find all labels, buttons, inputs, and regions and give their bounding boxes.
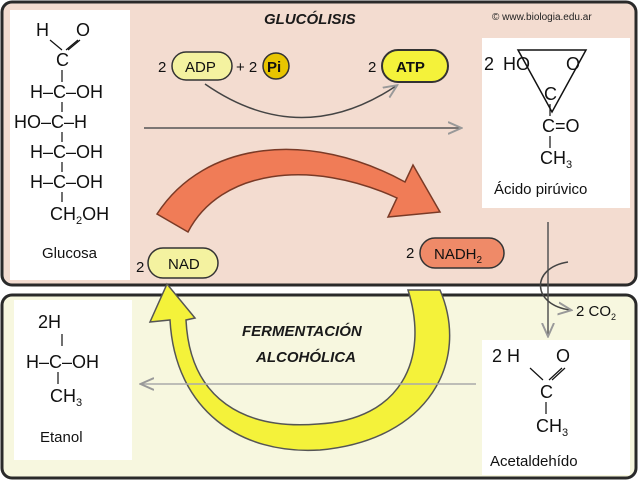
yellow-curved-arrow	[148, 282, 451, 452]
atp-pill	[381, 49, 449, 83]
glucose-structure: H O C H–C–OH HO–C–H H–C–OH H–C–OH CH2OH	[14, 20, 109, 227]
adp-to-atp-arrow	[204, 83, 396, 119]
adp-coef: 2	[158, 59, 166, 76]
svg-text:H: H	[36, 20, 49, 40]
svg-text:H–C–OH: H–C–OH	[26, 352, 99, 372]
ethanol-label: Etanol	[40, 429, 83, 446]
orange-curved-arrow	[155, 148, 442, 234]
svg-text:O: O	[566, 54, 580, 74]
fermentation-panel	[0, 293, 638, 480]
pi-circle	[262, 52, 290, 80]
svg-text:H–C–OH: H–C–OH	[30, 172, 103, 192]
fermentation-title-line1: FERMENTACIÓN	[242, 322, 363, 340]
svg-text:CH3: CH3	[50, 386, 82, 409]
adp-pill	[171, 51, 233, 81]
svg-text:O: O	[556, 346, 570, 366]
nadh-pill	[419, 237, 505, 269]
co2-label: 2 CO2	[576, 303, 616, 322]
acetaldehyde-structure: 2 H O C CH3	[492, 346, 570, 439]
svg-text:HO–C–H: HO–C–H	[14, 112, 87, 132]
ethanol-structure: 2H H–C–OH CH3	[26, 312, 99, 409]
svg-text:2: 2	[484, 54, 494, 74]
svg-text:O: O	[76, 20, 90, 40]
nad-coef: 2	[136, 259, 144, 276]
nad-label: NAD	[168, 256, 200, 273]
svg-text:CH3: CH3	[536, 416, 568, 439]
fermentation-title-line2: ALCOHÓLICA	[255, 348, 356, 366]
svg-text:CH2OH: CH2OH	[50, 204, 109, 227]
svg-text:CH3: CH3	[540, 148, 572, 171]
pyruvic-label: Ácido pirúvico	[494, 181, 587, 198]
atp-coef: 2	[368, 59, 376, 76]
acetaldehyde-label: Acetaldehído	[490, 453, 578, 470]
svg-text:2H: 2H	[38, 312, 61, 332]
pi-coef: + 2	[236, 59, 257, 76]
atp-label: ATP	[396, 59, 425, 76]
nadh-label: NADH2	[434, 246, 483, 266]
adp-label: ADP	[185, 59, 216, 76]
nad-pill	[147, 247, 219, 279]
svg-text:2 H: 2 H	[492, 346, 520, 366]
glucose-box	[10, 10, 130, 280]
ethanol-box	[14, 300, 132, 460]
pi-label: Pi	[267, 59, 281, 76]
svg-text:C: C	[540, 382, 553, 402]
pyruvic-box	[482, 38, 630, 208]
co2-release-arrow	[539, 261, 570, 310]
copyright-text: © www.biologia.edu.ar	[492, 12, 592, 23]
glycolysis-title: GLUCÓLISIS	[264, 10, 356, 28]
svg-text:H–C–OH: H–C–OH	[30, 82, 103, 102]
svg-text:C=O: C=O	[542, 116, 580, 136]
svg-text:C: C	[544, 84, 557, 104]
acetaldehyde-box	[482, 340, 630, 475]
nadh-coef: 2	[406, 245, 414, 262]
svg-text:H–C–OH: H–C–OH	[30, 142, 103, 162]
glucose-label: Glucosa	[42, 245, 98, 262]
svg-text:C: C	[56, 50, 69, 70]
pyruvic-structure: 2 HO O C C=O CH3	[484, 49, 588, 171]
